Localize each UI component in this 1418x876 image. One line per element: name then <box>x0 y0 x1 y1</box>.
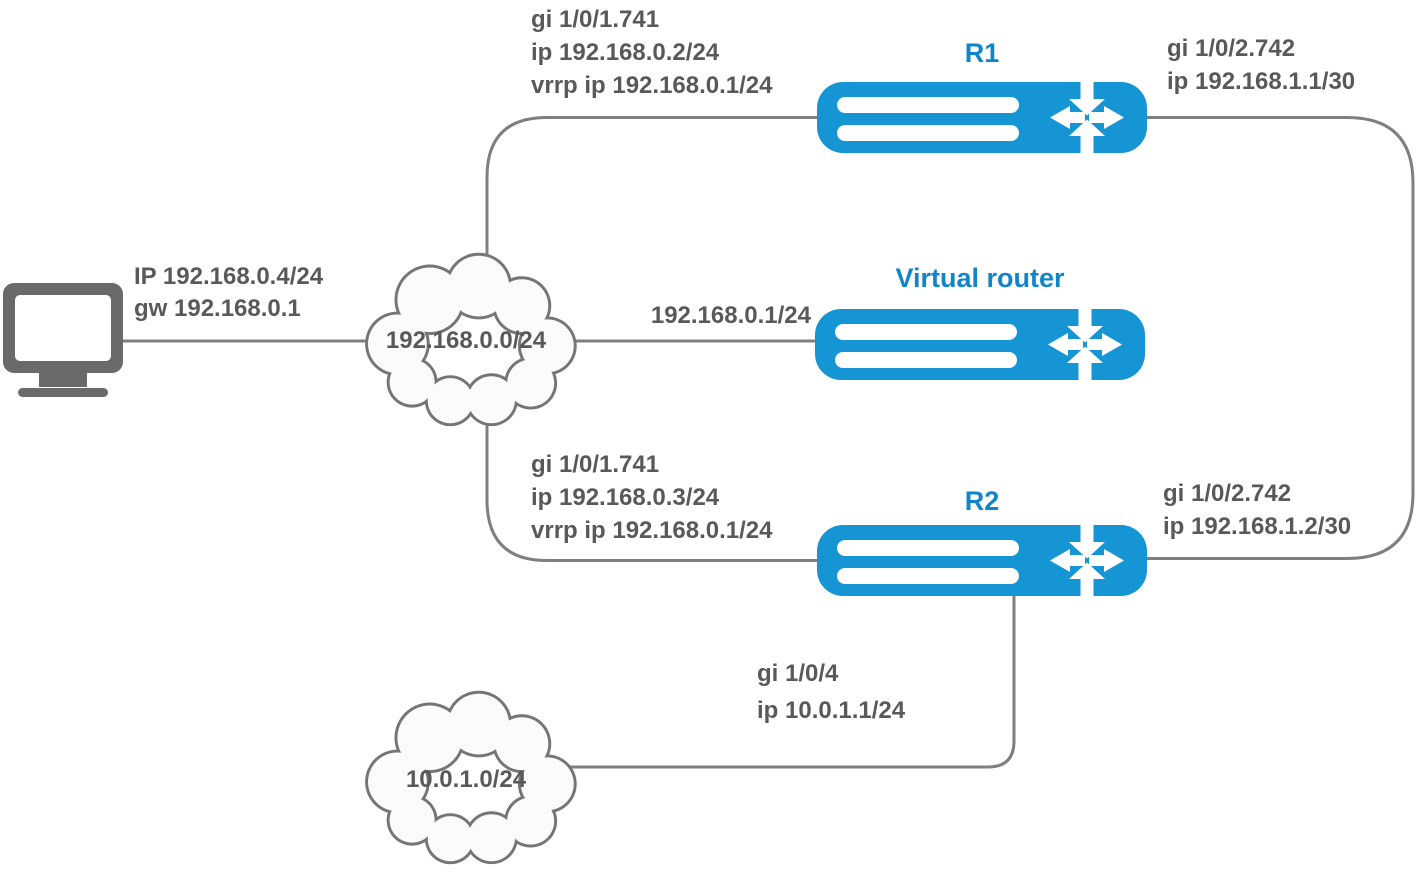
r2-left-iface-labels: gi 1/0/1.741 ip 192.168.0.3/24 vrrp ip 1… <box>531 448 773 547</box>
lan-cloud-label: 192.168.0.0/24 <box>385 327 547 354</box>
r1-left-iface-vrrp: vrrp ip 192.168.0.1/24 <box>531 72 773 99</box>
r2-left-iface-vrrp: vrrp ip 192.168.0.1/24 <box>531 517 773 544</box>
r2-title: R2 <box>964 486 1000 516</box>
pc-node <box>3 283 123 397</box>
r1-left-iface-ip: ip 192.168.0.2/24 <box>531 39 720 66</box>
r2-bottom-iface-labels: gi 1/0/4 ip 10.0.1.1/24 <box>757 655 905 729</box>
r1-right-iface-ip: ip 192.168.1.1/30 <box>1167 68 1356 95</box>
router-r2 <box>817 515 1147 607</box>
pc-labels: IP 192.168.0.4/24 gw 192.168.0.1 <box>134 261 323 325</box>
virtual-router-iface-label: 192.168.0.1/24 <box>650 302 811 329</box>
link-r1-r2 <box>1145 116 1415 560</box>
r1-right-iface-port: gi 1/0/2.742 <box>1167 35 1296 62</box>
remote-cloud <box>352 681 580 873</box>
link-lan-r2 <box>485 424 820 562</box>
router-cross-arrows-icon <box>817 76 1147 160</box>
network-cloud-icon <box>365 252 577 427</box>
remote-cloud-label: 10.0.1.0/24 <box>405 766 527 793</box>
r2-bottom-iface-port: gi 1/0/4 <box>757 660 839 687</box>
router-cross-arrows-icon <box>815 303 1145 387</box>
network-cloud-icon <box>365 690 577 865</box>
lan-cloud <box>352 243 580 435</box>
pc-ip-label: IP 192.168.0.4/24 <box>134 263 324 290</box>
r2-right-iface-labels: gi 1/0/2.742 ip 192.168.1.2/30 <box>1163 477 1351 543</box>
pc-gw-label: gw 192.168.0.1 <box>134 295 301 322</box>
r2-left-iface-ip: ip 192.168.0.3/24 <box>531 484 720 511</box>
router-virtual <box>815 299 1145 391</box>
r1-right-iface-labels: gi 1/0/2.742 ip 192.168.1.1/30 <box>1167 32 1355 98</box>
r2-right-iface-port: gi 1/0/2.742 <box>1163 480 1292 507</box>
r1-left-iface-port: gi 1/0/1.741 <box>531 6 660 33</box>
virtual-router-title: Virtual router <box>895 263 1065 293</box>
r2-left-iface-port: gi 1/0/1.741 <box>531 451 660 478</box>
r1-title: R1 <box>964 38 1000 68</box>
r2-bottom-iface-ip: ip 10.0.1.1/24 <box>757 697 906 724</box>
router-r1 <box>817 72 1147 164</box>
workstation-monitor-icon <box>3 283 123 397</box>
link-r2-remote-cloud <box>560 594 1016 769</box>
r1-left-iface-labels: gi 1/0/1.741 ip 192.168.0.2/24 vrrp ip 1… <box>531 3 773 102</box>
link-lan-r1 <box>485 116 820 260</box>
r2-right-iface-ip: ip 192.168.1.2/30 <box>1163 513 1352 540</box>
router-cross-arrows-icon <box>817 519 1147 603</box>
